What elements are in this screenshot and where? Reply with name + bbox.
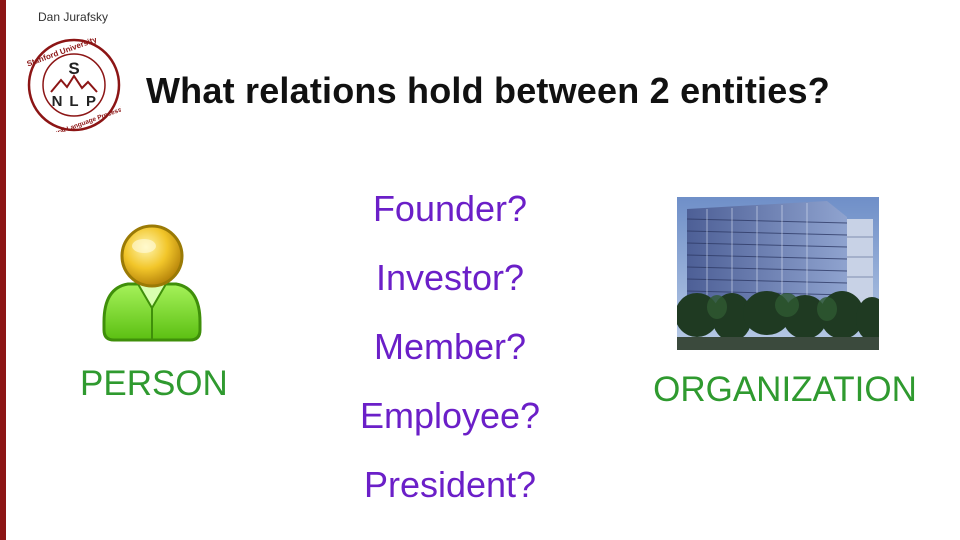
organization-label: ORGANIZATION: [653, 370, 917, 409]
person-label: PERSON: [80, 364, 228, 403]
svg-text:S: S: [68, 59, 79, 78]
office-building-image: [677, 197, 879, 350]
relation-founder: Founder?: [372, 188, 528, 229]
svg-text:P: P: [86, 93, 96, 110]
stanford-nlp-logo: Stanford University Natural Language Pro…: [27, 38, 121, 132]
svg-text:N: N: [52, 93, 63, 110]
relation-member: Member?: [373, 326, 527, 367]
author-name: Dan Jurafsky: [38, 10, 109, 24]
slide-accent-bar: [0, 0, 6, 540]
relation-list: Founder? Investor? Member? Employee? Pre…: [330, 184, 570, 529]
svg-text:L: L: [69, 93, 78, 110]
relation-investor: Investor?: [375, 257, 525, 298]
slide-title: What relations hold between 2 entities?: [146, 70, 830, 111]
relation-president: President?: [363, 464, 537, 505]
relation-employee: Employee?: [359, 395, 541, 436]
person-icon: [102, 224, 202, 342]
